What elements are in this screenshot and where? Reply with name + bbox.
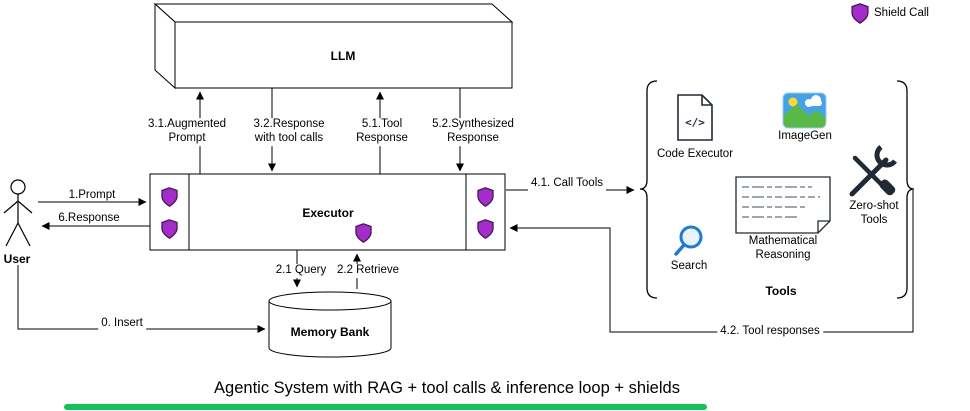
legend-shield-label: Shield Call <box>874 7 929 20</box>
edge-call-tools-label: 4.1. Call Tools <box>527 177 607 191</box>
tools-group-label: Tools <box>765 283 797 298</box>
math-document-icon <box>735 176 831 234</box>
imagegen-icon <box>782 92 827 129</box>
code-executor-icon: </> <box>677 94 713 141</box>
imagegen-label: ImageGen <box>778 130 832 143</box>
search-label: Search <box>670 260 708 273</box>
search-icon <box>674 225 703 256</box>
zero-shot-label: Zero-shot Tools <box>849 200 899 226</box>
edge-retrieve-label: 2.2 Retrieve <box>333 264 403 278</box>
executor-label: Executor <box>302 205 354 220</box>
executor-node <box>149 173 506 251</box>
user-actor <box>3 179 33 247</box>
memory-bank-node <box>268 291 392 358</box>
edge-query-label: 2.1 Query <box>272 264 330 278</box>
math-reasoning-label: Mathematical Reasoning <box>748 235 818 261</box>
tools-left-brace <box>639 80 658 299</box>
llm-label: LLM <box>330 48 356 63</box>
zero-shot-tools-icon <box>849 145 897 197</box>
edge-tool-response-label: 5.1.Tool Response <box>353 118 411 146</box>
edge-response-label: 6.Response <box>58 212 120 225</box>
edge-synthesized-label: 5.2.Synthesized Response <box>429 118 517 146</box>
edge-resp-toolcalls-label: 3.2.Response with tool calls <box>250 118 328 146</box>
edge-insert-label: 0. Insert <box>98 317 146 331</box>
svg-text:</>: </> <box>685 116 705 129</box>
llm-node <box>153 2 514 90</box>
code-executor-label: Code Executor <box>656 148 734 161</box>
tools-right-brace <box>896 80 915 299</box>
edge-tool-responses-label: 4.2. Tool responses <box>717 325 823 339</box>
edge-tool-responses <box>509 190 914 333</box>
diagram-caption: Agentic System with RAG + tool calls & i… <box>214 379 680 398</box>
user-label: User <box>3 251 31 266</box>
edge-augmented-label: 3.1.Augmented Prompt <box>144 118 230 146</box>
legend-shield-icon <box>851 3 869 24</box>
bottom-green-bar <box>64 404 707 410</box>
edge-prompt-label: 1.Prompt <box>68 189 116 202</box>
edge-insert <box>17 265 266 333</box>
memory-bank-label: Memory Bank <box>290 324 370 339</box>
